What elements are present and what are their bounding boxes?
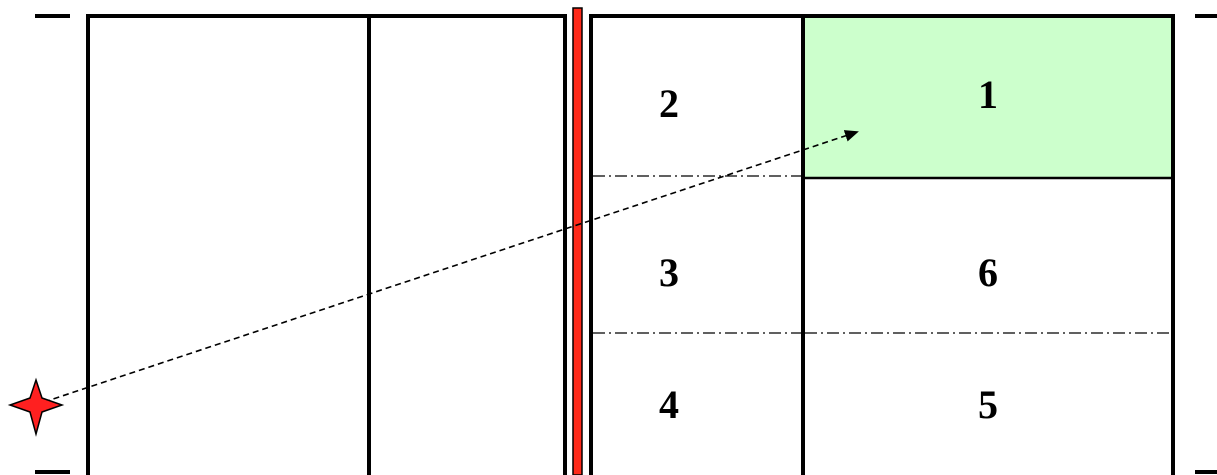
zone-6-label: 6: [978, 250, 998, 295]
zone-3-label: 3: [659, 250, 679, 295]
four-point-star-icon: [7, 377, 65, 437]
zone-1-label: 1: [978, 72, 998, 117]
zone-1-highlight: [803, 16, 1173, 178]
net: [572, 7, 583, 475]
zone-5-label: 5: [978, 382, 998, 427]
zone-4-label: 4: [659, 382, 679, 427]
zone-2-label: 2: [659, 81, 679, 126]
serve-path-arrow: [43, 130, 859, 403]
